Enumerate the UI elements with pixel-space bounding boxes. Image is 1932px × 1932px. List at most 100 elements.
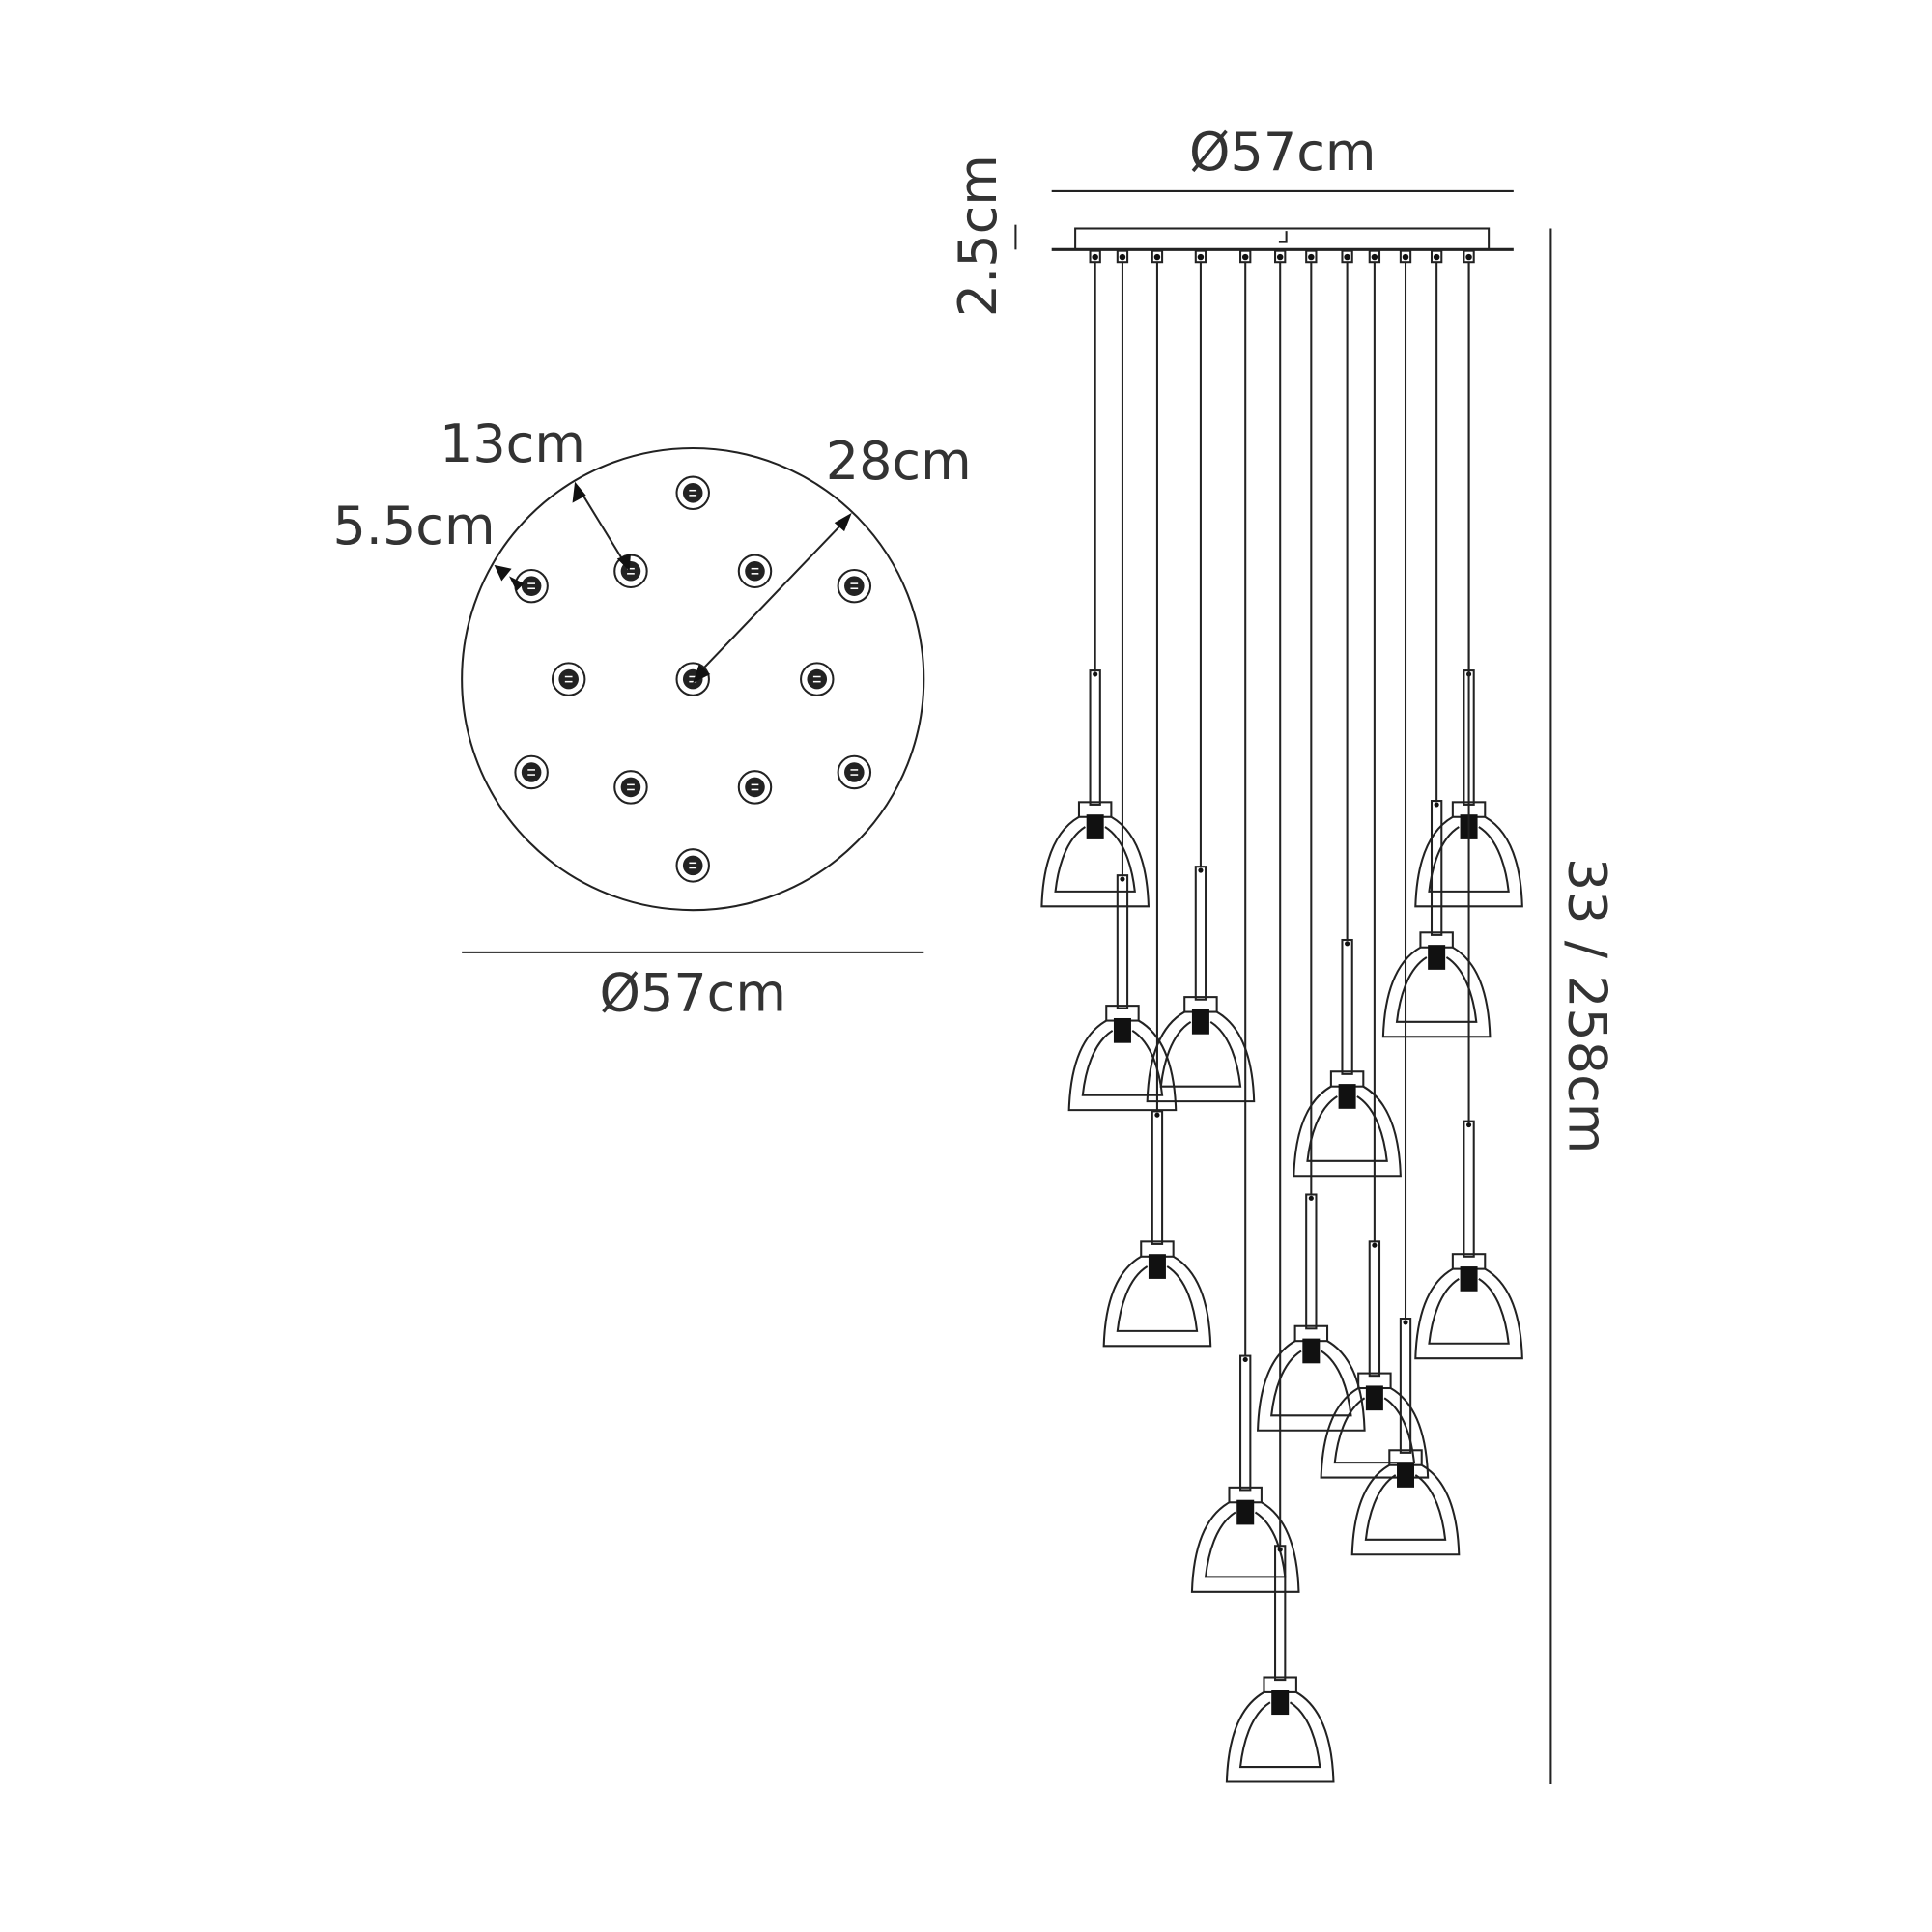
rod-dot [1372,1242,1378,1248]
lamp-holder [1113,1017,1131,1043]
hole [800,662,835,696]
shade-outer [1350,1463,1461,1556]
hole-fitting [620,777,641,798]
hole-fitting [844,762,865,782]
cord-grip-dot [1465,253,1472,261]
hole-fitting [682,483,703,503]
rod-dot [1120,876,1125,882]
hole [675,475,710,511]
arrowhead [494,564,512,582]
cord-grip-dot [1371,253,1378,261]
lamp-holder [1236,1499,1255,1525]
pendant-rod [1239,1354,1252,1492]
lamp-holder [1460,1266,1478,1292]
cord-grip-dot [1241,253,1249,261]
hole-fitting [745,777,765,798]
pendant-shade [1067,262,1178,1112]
ring-spacing-label: 13cm [440,413,585,474]
rod-dot [1242,1356,1248,1363]
lamp-holder [1338,1084,1356,1109]
pendant-rod [1116,874,1129,1009]
lamp-holder [1086,814,1104,839]
shade-outer [1146,1010,1256,1103]
hole-fitting [521,762,542,782]
radius-label: 28cm [826,431,972,492]
shade-inner [1054,826,1136,893]
rod-dot [1308,1195,1314,1201]
shade-inner [1306,1095,1388,1162]
lamp-holder [1271,1690,1290,1716]
shade-outer [1102,1255,1212,1348]
pendant-rod [1463,1120,1475,1258]
arrowhead [572,481,586,503]
shade-outer [1414,1267,1523,1360]
shade-inner [1395,956,1478,1023]
arrowhead [834,512,852,532]
pendant-rod [1194,866,1208,1001]
shade-inner [1428,1278,1510,1345]
pendant-shade [1350,262,1461,1556]
rod-dot [1403,1320,1408,1325]
plan-view: Ø57cm 28cm 13cm 5.5cm [332,413,971,1023]
pendant-rod [1430,800,1443,936]
hole [737,770,773,805]
lamp-holder [1302,1338,1321,1364]
hole [613,554,648,588]
shade-inner [1270,1350,1352,1417]
shade-inner [1159,1020,1242,1088]
shade-outer [1293,1085,1402,1178]
pendant-shade [1190,262,1300,1593]
edge-offset-label: 5.5cm [332,496,495,556]
hole [514,754,549,790]
rod-dot [1345,941,1350,947]
cord-grip-dot [1433,253,1440,261]
cord-grip-dot [1344,253,1350,261]
shade-inner [1204,1511,1287,1578]
pendant-rod [1399,1318,1412,1454]
hole-fitting [558,668,579,690]
ring-spacing-arrow [578,487,627,566]
hole-fitting [807,668,828,690]
pendant-shade [1414,262,1523,1360]
lamp-holder [1428,945,1446,970]
pendant-group [1040,249,1523,1783]
pendant-rod [1368,1240,1381,1378]
pendant-shade [1040,262,1151,908]
pendant-rod [1341,938,1353,1075]
pendant-rod [1274,1545,1287,1682]
shade-outer [1190,1501,1300,1593]
cord-grip-dot [1308,253,1315,261]
pendant-shade [1146,262,1256,1103]
hole-group [514,475,872,883]
drop-height-label: 33 / 258cm [1557,858,1618,1153]
canopy [1074,227,1491,251]
shade-outer [1225,1691,1335,1783]
shade-inner [1081,1029,1164,1096]
pendant-shade [1381,262,1492,1038]
cord-grip-dot [1276,253,1284,261]
lamp-holder [1191,1009,1209,1035]
pendant-shade [1102,262,1212,1348]
arrowhead [616,554,631,572]
pendant-rod [1305,1193,1318,1330]
hole-fitting [745,560,765,582]
rod-dot [1154,1112,1160,1118]
pendant-rod [1151,1110,1164,1245]
pendant-shade [1320,262,1430,1479]
rod-dot [1434,802,1439,808]
hole [675,662,710,696]
radius-arrow [696,521,845,675]
lamp-holder [1397,1463,1415,1488]
side-view: Ø57cm 2.5cm 33 / 258cm [948,122,1618,1785]
shade-outer [1256,1340,1366,1432]
hole [837,754,872,790]
arrowhead [508,576,525,591]
rod-dot [1465,1122,1472,1128]
side-width-label: Ø57cm [1189,122,1376,183]
hole-fitting [844,576,865,596]
shade-outer [1381,946,1492,1038]
shade-inner [1116,1265,1199,1332]
cord-grip-dot [1402,253,1409,261]
plan-diameter-label: Ø57cm [600,962,786,1023]
